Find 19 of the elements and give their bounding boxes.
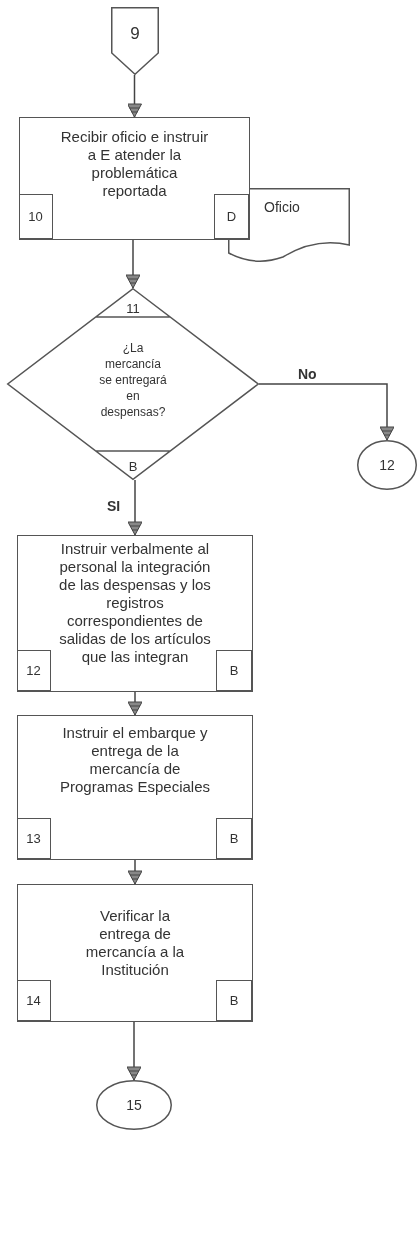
edge-label: No <box>296 366 319 382</box>
process-box: Recibir oficio e instruir a E atender la problemática reportada 10 D <box>19 117 250 240</box>
connector-circle: 15 <box>96 1080 172 1130</box>
step-number: 14 <box>16 980 51 1021</box>
process-box: Instruir verbalmente al personal la integración de las despensas y los registros correspondientes de salidas de los artículos que las integran 12 B <box>17 535 253 692</box>
step-number: 13 <box>16 818 51 859</box>
step-number: 11 <box>103 294 163 318</box>
responsible-code: B <box>216 818 252 859</box>
responsible-code: B <box>103 452 163 476</box>
off-page-connector: 9 <box>111 7 159 75</box>
process-box: Instruir el embarque y entrega de la mercancía de Programas Especiales 13 B <box>17 715 253 860</box>
edge-label: SI <box>105 498 123 514</box>
responsible-code: B <box>216 980 252 1021</box>
responsible-code: D <box>214 194 249 239</box>
process-box: Verificar la entrega de mercancía a la Institución 14 B <box>17 884 253 1022</box>
responsible-code: B <box>216 650 252 691</box>
step-number: 12 <box>16 650 51 691</box>
step-number: 10 <box>18 194 53 239</box>
connector-circle: 12 <box>357 440 417 490</box>
